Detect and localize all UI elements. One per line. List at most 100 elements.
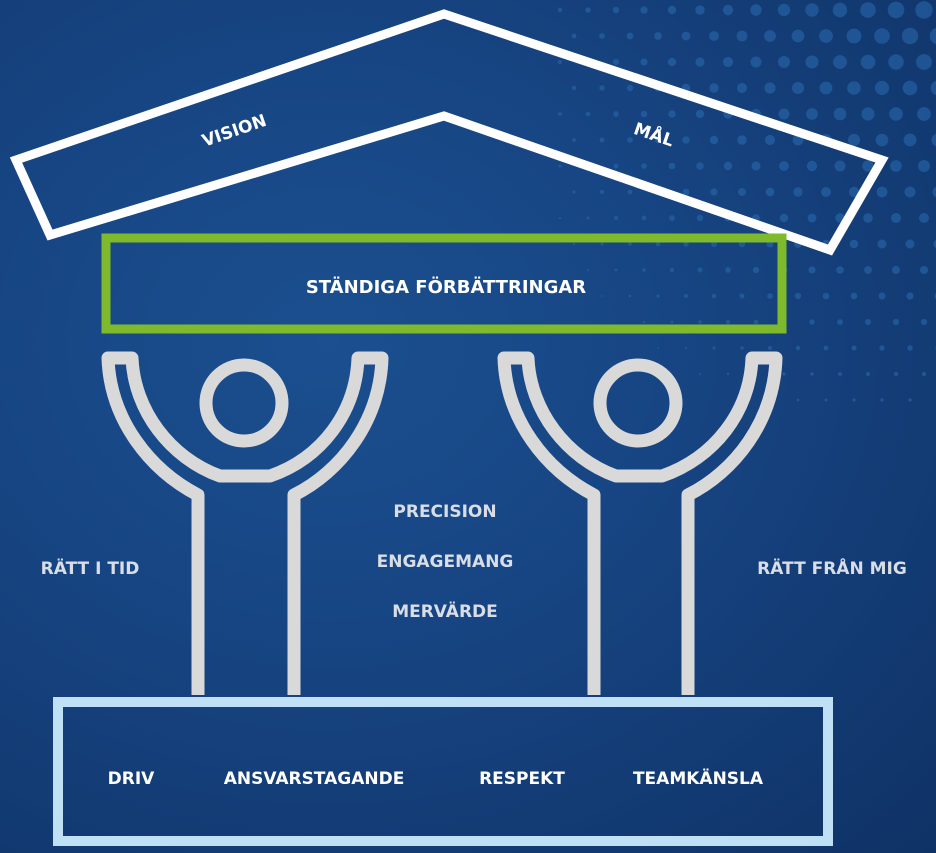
decor-dot	[712, 346, 716, 350]
decor-dot	[837, 319, 843, 325]
decor-dot	[847, 133, 861, 147]
decor-dot	[558, 216, 562, 220]
decor-dot	[822, 292, 830, 300]
decor-dot	[908, 398, 912, 402]
decor-dot	[764, 134, 776, 146]
decor-dot	[586, 216, 590, 220]
decor-dot	[876, 186, 888, 198]
decor-dot	[865, 319, 871, 325]
decor-dot	[792, 82, 804, 94]
decor-dot	[695, 109, 705, 119]
decor-dot	[654, 32, 662, 40]
decor-dot	[778, 56, 790, 68]
decor-dot	[862, 160, 874, 172]
roof-label-vision: VISION	[200, 111, 270, 152]
decor-dot	[887, 1, 905, 19]
decor-dot	[667, 5, 677, 15]
dot-pattern-decoration	[557, 1, 936, 402]
decor-dot	[833, 107, 847, 121]
foundation-value-ansvarstagande: ANSVARSTAGANDE	[224, 769, 405, 789]
roof-shape	[9, 9, 889, 256]
roof-label-mal: MÅL	[631, 116, 677, 151]
decor-dot	[626, 32, 634, 40]
decor-dot	[709, 83, 719, 93]
beam-label: STÄNDIGA FÖRBÄTTRINGAR	[306, 276, 586, 298]
decor-dot	[697, 267, 703, 273]
decor-dot	[640, 110, 648, 118]
decor-dot	[670, 320, 674, 324]
left-pillar-body	[101, 351, 389, 695]
decor-dot	[892, 318, 900, 326]
right-pillar-figure	[497, 351, 783, 695]
decor-dot	[917, 107, 931, 121]
decor-dot	[901, 27, 919, 45]
decor-dot	[558, 112, 562, 116]
decor-dot	[806, 160, 818, 172]
decor-dot	[920, 318, 928, 326]
decor-dot	[571, 33, 577, 39]
decor-dot	[778, 108, 790, 120]
decor-dot	[874, 80, 890, 96]
decor-dot	[847, 81, 861, 95]
decor-dot	[848, 186, 860, 198]
decor-dot	[641, 163, 647, 169]
decor-dot	[681, 31, 691, 41]
decor-dot	[654, 136, 662, 144]
decor-dot	[557, 59, 563, 65]
decor-dot	[613, 111, 619, 117]
decor-dot	[612, 58, 620, 66]
decor-dot	[600, 190, 604, 194]
beam-box	[101, 233, 787, 334]
decor-dot	[613, 163, 619, 169]
decor-dot	[753, 319, 759, 325]
decor-dot	[667, 57, 677, 67]
decor-dot	[902, 80, 918, 96]
decor-dot	[627, 137, 633, 143]
decor-dot	[846, 28, 862, 44]
decor-dot	[823, 345, 829, 351]
decor-dot	[805, 3, 819, 17]
decor-dot	[655, 241, 661, 247]
decor-dot	[627, 189, 633, 195]
decor-dot	[698, 320, 702, 324]
decor-dot	[740, 346, 744, 350]
decor-dot	[699, 373, 701, 375]
decor-dot	[599, 85, 605, 91]
decor-dot	[695, 5, 705, 15]
decor-dot	[726, 372, 730, 376]
decor-dot	[657, 347, 659, 349]
center-value-engagemang: ENGAGEMANG	[377, 552, 514, 572]
decor-dot	[764, 82, 776, 94]
decor-dot	[682, 136, 690, 144]
decor-dot	[557, 7, 563, 13]
decor-dot	[750, 4, 762, 16]
decor-dot	[880, 398, 884, 402]
decor-dot	[893, 371, 899, 377]
decor-dot	[777, 3, 791, 17]
decor-dot	[572, 190, 576, 194]
decor-dot	[874, 28, 890, 44]
decor-dot	[725, 267, 731, 273]
decor-dot	[722, 56, 734, 68]
decor-dot	[640, 6, 648, 14]
decor-dot	[889, 107, 903, 121]
decor-dot	[833, 55, 847, 69]
decor-dot	[890, 160, 902, 172]
decor-dot	[640, 58, 648, 66]
decor-dot	[850, 292, 858, 300]
decor-dot	[736, 82, 748, 94]
decor-dot	[684, 294, 688, 298]
decor-dot	[921, 371, 927, 377]
decor-dot	[930, 80, 936, 96]
decor-dot	[819, 81, 833, 95]
decor-dot	[919, 213, 929, 223]
foundation-value-teamkansla: TEAMKÄNSLA	[633, 767, 764, 789]
decor-dot	[656, 294, 660, 298]
decor-dot	[851, 345, 857, 351]
decor-dot	[865, 371, 871, 377]
decor-dot	[601, 295, 603, 297]
decor-dot	[849, 239, 859, 249]
decor-dot	[860, 54, 876, 70]
left-pillar-figure	[101, 351, 389, 695]
decor-dot	[929, 27, 936, 45]
